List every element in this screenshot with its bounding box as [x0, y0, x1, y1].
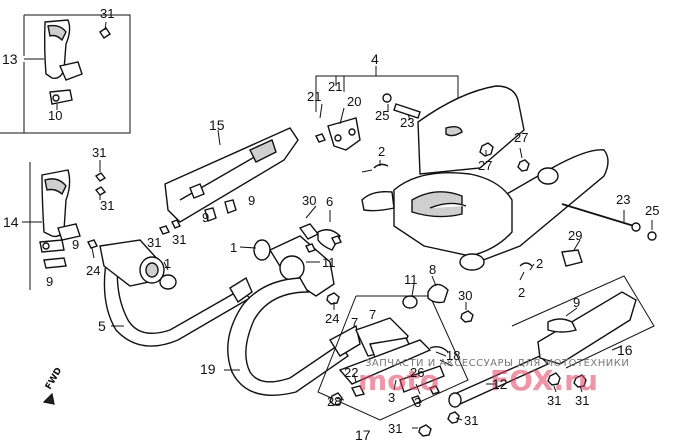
callout-3: 3: [388, 390, 395, 405]
callout-9: 9: [46, 274, 53, 289]
callout-18: 18: [446, 348, 460, 363]
callout-29: 29: [568, 228, 582, 243]
callout-9: 9: [248, 193, 255, 208]
callout-17: 17: [355, 427, 371, 443]
callout-27: 27: [478, 158, 492, 173]
callout-24: 24: [86, 263, 100, 278]
callout-30: 30: [302, 193, 316, 208]
callout-31: 31: [92, 145, 106, 160]
lower-group-17: [317, 295, 469, 437]
fwd-label: FWD: [44, 366, 64, 391]
callout-15: 15: [209, 117, 225, 133]
callout-31: 31: [172, 232, 186, 247]
callout-28: 28: [327, 394, 341, 409]
callout-9: 9: [202, 210, 209, 225]
callout-26: 26: [410, 365, 424, 380]
exhaust-pipe-5: [99, 239, 253, 347]
callout-24: 24: [325, 311, 339, 326]
callout-19: 19: [200, 361, 216, 377]
callout-16: 16: [617, 342, 633, 358]
callout-30: 30: [458, 288, 472, 303]
callout-23: 23: [616, 192, 630, 207]
callout-8: 8: [429, 262, 436, 277]
callout-31: 31: [100, 6, 114, 21]
watermark-logo-right: FOX.ru: [490, 364, 598, 397]
heat-shield-15: [159, 127, 299, 235]
heat-shield-group-16: [511, 275, 655, 388]
callout-21: 21: [307, 89, 321, 104]
inset-box-13: [0, 14, 131, 134]
watermark-logo-left: moto: [358, 364, 439, 397]
callout-31: 31: [575, 393, 589, 408]
heat-shield-group-14: [22, 160, 107, 290]
misc-small-parts: [305, 235, 474, 323]
callout-2: 2: [536, 256, 543, 271]
callout-27: 27: [514, 130, 528, 145]
callout-25: 25: [645, 203, 659, 218]
fwd-arrow-icon: FWD: [42, 366, 64, 405]
connecting-pipe-12: [448, 355, 550, 408]
callout-5: 5: [98, 318, 106, 334]
callout-31: 31: [147, 235, 161, 250]
watermark-text: ЗАПЧАСТИ И АКСЕССУАРЫ ДЛЯ МОТОТЕХНИКИ: [365, 358, 629, 369]
callout-7: 7: [351, 315, 358, 330]
callout-31: 31: [547, 393, 561, 408]
callout-31: 31: [100, 198, 114, 213]
callout-6: 6: [326, 194, 333, 209]
callout-31: 31: [464, 413, 478, 428]
callout-1: 1: [230, 240, 237, 255]
callout-9: 9: [573, 295, 580, 310]
callout-11: 11: [404, 272, 418, 287]
callout-20: 20: [347, 94, 361, 109]
callout-22: 22: [344, 365, 358, 380]
callout-12: 12: [492, 376, 508, 392]
callout-11: 11: [322, 255, 336, 270]
callout-2: 2: [518, 285, 525, 300]
callout-1: 1: [164, 256, 171, 271]
callout-13: 13: [2, 51, 18, 67]
callout-2: 2: [378, 144, 385, 159]
muffler-assembly-4: [315, 66, 657, 271]
callout-25: 25: [375, 108, 389, 123]
leader-lines: [111, 103, 653, 429]
watermark: ЗАПЧАСТИ И АКСЕССУАРЫ ДЛЯ МОТОТЕХНИКИ mo…: [358, 358, 629, 397]
callout-labels: 31 13 10 31 31 14 9 9 24 15 9 9 31 31 4 …: [2, 6, 659, 443]
callout-10: 10: [48, 108, 62, 123]
callout-4: 4: [371, 51, 379, 67]
callout-23: 23: [400, 115, 414, 130]
callout-14: 14: [3, 214, 19, 230]
callout-21: 21: [328, 79, 342, 94]
callout-3: 3: [414, 395, 421, 410]
callout-31: 31: [388, 421, 402, 436]
callout-7: 7: [369, 307, 376, 322]
exhaust-pipe-19: [227, 223, 361, 396]
callout-9: 9: [72, 237, 79, 252]
